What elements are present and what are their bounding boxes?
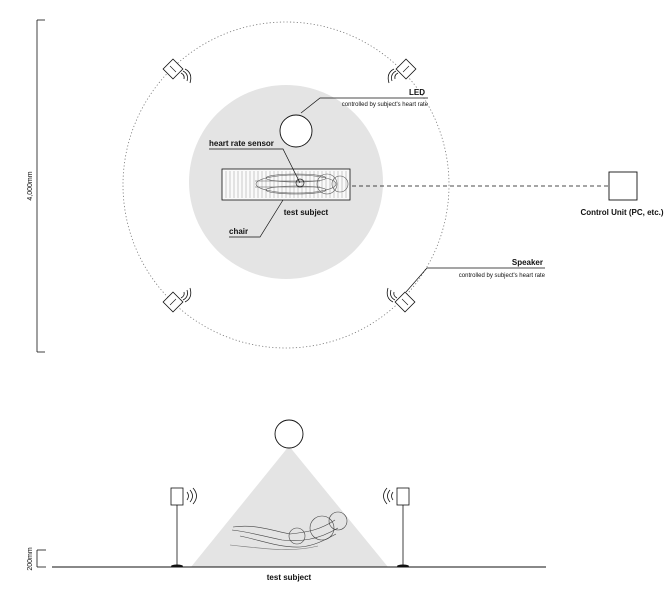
test-subject-top-label: test subject (284, 208, 329, 217)
speaker-title: Speaker (512, 258, 543, 267)
test-subject-side-label: test subject (267, 573, 312, 582)
chair (221, 168, 351, 201)
heart-rate-sensor-label: heart rate sensor (209, 139, 274, 148)
speaker-leader (405, 267, 545, 293)
light-cone (191, 446, 388, 567)
speaker-subtitle: controlled by subject's heart rate (459, 273, 546, 279)
speaker-icon-top-left (162, 58, 192, 84)
control-unit-label: Control Unit (PC, etc.) (580, 208, 663, 217)
led-icon-side (274, 419, 304, 449)
dimension-bracket-4000 (36, 19, 45, 353)
led-subtitle: controlled by subject's heart rate (342, 102, 429, 108)
test-subject-top-figure (255, 173, 349, 195)
chair-label: chair (229, 227, 248, 236)
speaker-stand-right (383, 487, 410, 568)
led-title: LED (409, 88, 425, 97)
control-unit-box (608, 171, 638, 201)
test-subject-side-figure (229, 511, 348, 550)
chair-leader (229, 199, 284, 238)
sensor-leader (209, 148, 301, 184)
heart-rate-sensor-marker (295, 178, 305, 188)
dimension-label-4000: 4,000mm (27, 171, 34, 200)
speaker-icon-bottom-right (386, 287, 416, 313)
dimension-label-200: 200mm (27, 547, 34, 571)
room-boundary-circle (122, 21, 450, 349)
speaker-icon-bottom-left (162, 287, 192, 313)
speaker-icon-top-right (387, 58, 417, 84)
speaker-stand-left (170, 487, 197, 568)
led-icon (279, 114, 313, 148)
dimension-bracket-200 (36, 549, 46, 568)
led-leader (300, 97, 428, 114)
